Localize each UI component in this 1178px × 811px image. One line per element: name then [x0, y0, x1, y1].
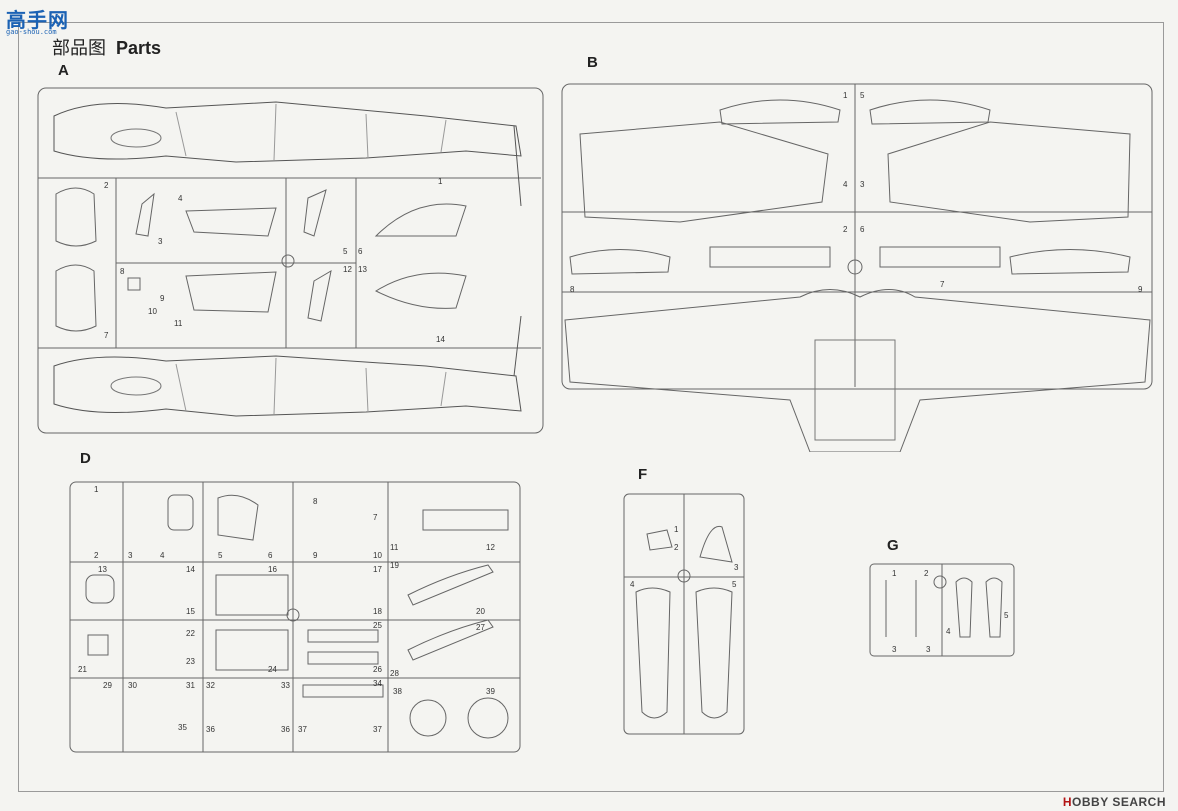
svg-text:6: 6 [358, 247, 363, 256]
hobby-search-watermark: HOBBY SEARCH [1062, 795, 1166, 809]
svg-text:7: 7 [373, 513, 378, 522]
svg-text:3: 3 [892, 645, 897, 654]
svg-text:3: 3 [128, 551, 133, 560]
svg-text:13: 13 [358, 265, 367, 274]
sprue-g-drawing[interactable]: 1 2 3 3 4 5 [868, 562, 1016, 658]
logo-url: gao-shou.com [6, 28, 57, 36]
svg-text:35: 35 [178, 723, 187, 732]
site-logo[interactable]: 高手网 gao-shou.com [6, 4, 76, 36]
svg-text:6: 6 [860, 225, 865, 234]
svg-text:11: 11 [390, 543, 399, 552]
svg-text:21: 21 [78, 665, 87, 674]
svg-text:9: 9 [160, 294, 165, 303]
svg-text:7: 7 [104, 331, 109, 340]
svg-text:10: 10 [148, 307, 157, 316]
sprue-label-f: F [638, 466, 648, 483]
title-en: Parts [116, 38, 162, 58]
logo-text: 高手网 [6, 10, 69, 32]
page-border [18, 22, 1164, 792]
sprue-label-g: G [887, 537, 899, 554]
sprue-label-d: D [80, 450, 91, 467]
svg-text:23: 23 [186, 657, 195, 666]
svg-text:31: 31 [186, 681, 195, 690]
svg-text:3: 3 [926, 645, 931, 654]
title-zh: 部品图 [52, 38, 106, 59]
svg-text:5: 5 [1004, 611, 1009, 620]
svg-text:13: 13 [98, 565, 107, 574]
svg-text:24: 24 [268, 665, 277, 674]
svg-text:2: 2 [674, 543, 679, 552]
svg-text:1: 1 [892, 569, 897, 578]
svg-text:19: 19 [390, 561, 399, 570]
sprue-f-drawing[interactable]: 1 2 3 4 5 [622, 492, 746, 737]
svg-text:20: 20 [476, 607, 485, 616]
svg-text:16: 16 [268, 565, 277, 574]
svg-text:4: 4 [843, 180, 848, 189]
svg-text:4: 4 [630, 580, 635, 589]
svg-text:8: 8 [570, 285, 575, 294]
svg-text:1: 1 [94, 485, 99, 494]
svg-text:3: 3 [734, 563, 739, 572]
svg-text:4: 4 [160, 551, 165, 560]
svg-text:17: 17 [373, 565, 382, 574]
svg-text:1: 1 [674, 525, 679, 534]
svg-text:14: 14 [436, 335, 445, 344]
svg-text:2: 2 [104, 181, 109, 190]
svg-text:29: 29 [103, 681, 112, 690]
svg-text:22: 22 [186, 629, 195, 638]
svg-text:1: 1 [438, 177, 443, 186]
svg-text:34: 34 [373, 679, 382, 688]
svg-text:5: 5 [218, 551, 223, 560]
svg-text:8: 8 [313, 497, 318, 506]
svg-text:8: 8 [120, 267, 125, 276]
sprue-label-a: A [58, 62, 69, 79]
sprue-b-drawing[interactable]: 1 5 4 3 2 6 8 7 9 [560, 82, 1155, 452]
svg-text:10: 10 [373, 551, 382, 560]
svg-text:2: 2 [924, 569, 929, 578]
svg-text:3: 3 [158, 237, 163, 246]
svg-text:9: 9 [313, 551, 318, 560]
svg-text:12: 12 [343, 265, 352, 274]
svg-text:5: 5 [343, 247, 348, 256]
svg-text:3: 3 [860, 180, 865, 189]
svg-text:7: 7 [940, 280, 945, 289]
svg-text:2: 2 [843, 225, 848, 234]
svg-text:15: 15 [186, 607, 195, 616]
svg-text:12: 12 [486, 543, 495, 552]
svg-text:27: 27 [476, 623, 485, 632]
svg-text:37: 37 [298, 725, 307, 734]
svg-text:36: 36 [281, 725, 290, 734]
svg-text:11: 11 [174, 319, 183, 328]
svg-text:1: 1 [843, 91, 848, 100]
svg-text:14: 14 [186, 565, 195, 574]
svg-text:5: 5 [732, 580, 737, 589]
svg-text:5: 5 [860, 91, 865, 100]
svg-text:6: 6 [268, 551, 273, 560]
svg-text:28: 28 [390, 669, 399, 678]
page-title: 部品图 Parts [52, 34, 161, 60]
svg-text:30: 30 [128, 681, 137, 690]
svg-text:2: 2 [94, 551, 99, 560]
svg-text:18: 18 [373, 607, 382, 616]
svg-text:37: 37 [373, 725, 382, 734]
svg-text:39: 39 [486, 687, 495, 696]
svg-text:36: 36 [206, 725, 215, 734]
svg-text:26: 26 [373, 665, 382, 674]
svg-text:4: 4 [946, 627, 951, 636]
sprue-label-b: B [587, 54, 598, 71]
svg-text:9: 9 [1138, 285, 1143, 294]
svg-text:32: 32 [206, 681, 215, 690]
svg-text:33: 33 [281, 681, 290, 690]
svg-text:38: 38 [393, 687, 402, 696]
svg-text:4: 4 [178, 194, 183, 203]
svg-text:25: 25 [373, 621, 382, 630]
